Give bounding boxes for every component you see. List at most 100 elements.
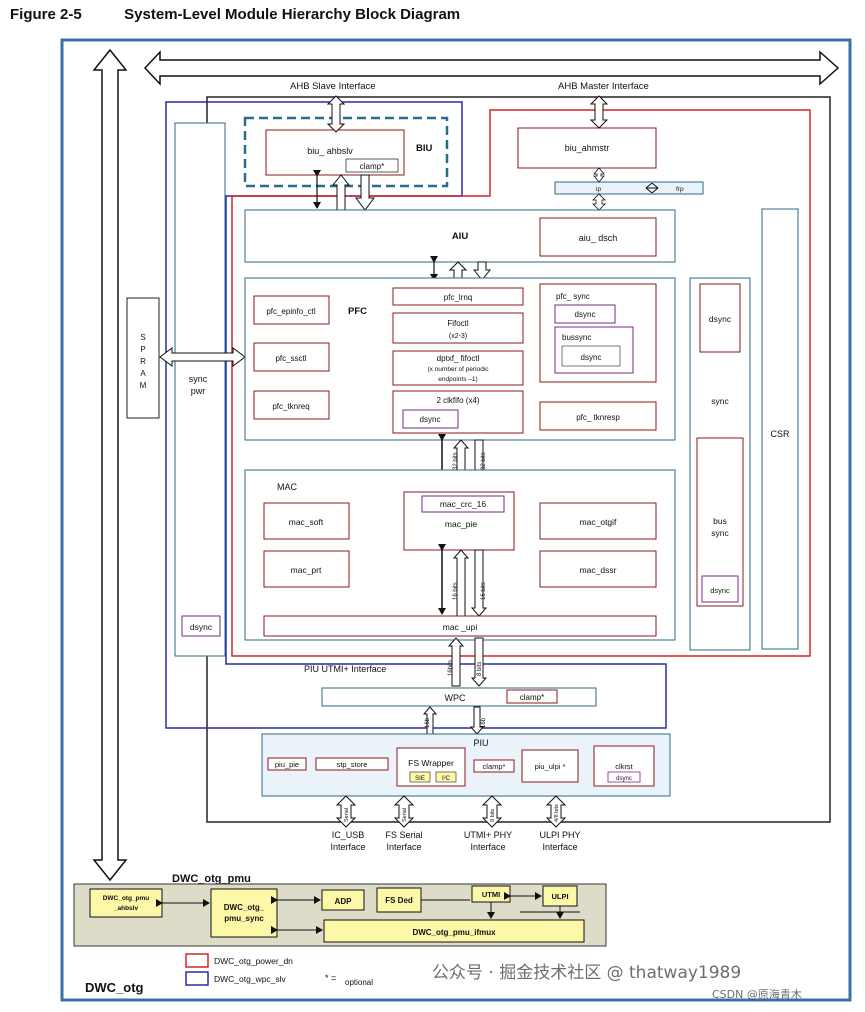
mac-prt-block (263, 550, 350, 588)
pmu-utmi-label: UTMI (482, 890, 500, 899)
ahmstr-ipfrp-arrow (593, 167, 605, 183)
sync-pwr-block (174, 122, 226, 657)
spram-letter-2: P (140, 345, 145, 354)
dsync-clkrst-label: dsync (616, 776, 632, 782)
dsync-left-block (181, 615, 221, 637)
upi-wpc-arrow-a (447, 637, 465, 687)
fifoctl-block (392, 312, 524, 344)
figure-title: System-Level Module Hierarchy Block Diag… (124, 6, 461, 23)
piu-pie-block (267, 757, 307, 771)
biu-aiu-arrow-down (355, 174, 375, 211)
sync-pwr-label-2: pwr (191, 386, 206, 396)
bus-width-mac-upi-b: 16 bits (481, 582, 487, 600)
wpc-piu-arrow-b (469, 706, 485, 735)
dsync-bussync-block (561, 345, 621, 367)
ahb-bus-arrow (143, 50, 840, 86)
stp-store-label: stp_store (337, 760, 368, 769)
aiu-pfc-arrow-down (472, 261, 492, 281)
mac-prt-label: mac_prt (291, 565, 322, 575)
dptxf-label-2: (x number of periodic (427, 366, 489, 373)
utmi-phy-interface-label-2: Interface (470, 842, 505, 852)
biu-ahbslv-label: biu_ ahbslv (307, 146, 353, 156)
ip-label: ip (596, 186, 601, 193)
biu-aiu-arrow-up (331, 174, 351, 211)
ahb-master-arrow (589, 95, 609, 129)
clamp-biu-block (345, 158, 399, 173)
dsync-left-label: dsync (190, 622, 213, 632)
pfc-ssctl-block (253, 342, 330, 372)
pmu-ahbslv-label-2: _ahbslv (113, 905, 139, 912)
i2c-block (435, 771, 457, 783)
dsync-clkfifo-label: dsync (420, 415, 441, 424)
legend-swatch-power-dn (185, 953, 209, 968)
dptxf-label-3: endpoints –1) (438, 376, 477, 383)
pfc-ssctl-label: pfc_ssctl (275, 354, 306, 363)
pmu-fs-ded-label: FS Ded (385, 896, 413, 905)
pfc-sync-label: pfc_ sync (556, 292, 590, 301)
dsync-clkrst-block (607, 771, 641, 783)
legend-swatch-wpc-slv (185, 971, 209, 986)
biu-ahmstr-block (517, 127, 657, 169)
pmu-title: DWC_otg_pmu (172, 873, 251, 885)
spram-block (126, 297, 160, 419)
clamp-piu-label: clamp* (483, 762, 506, 771)
utmi-phy-interface-label-1: UTMI+ PHY (464, 830, 512, 840)
dsync-right-label: dsync (709, 314, 732, 324)
piu-ulpi-block (521, 749, 579, 783)
ahb-master-interface-label: AHB Master Interface (558, 81, 649, 92)
legend-power-dn-label: DWC_otg_power_dn (214, 956, 293, 966)
power-dn-boundary (231, 109, 811, 657)
bus-width-mac-upi-a: 16 bits (453, 582, 459, 600)
wpc-slv-boundary (165, 101, 667, 729)
mac-pie-label: mac_pie (445, 519, 477, 529)
aiu-pfc-arrow-up (448, 261, 468, 281)
bus-width-phy-c: 8 bits (490, 809, 496, 822)
clamp-wpc-block (506, 689, 558, 704)
fs-serial-interface-label-2: Interface (386, 842, 421, 852)
pfc-label: PFC (348, 306, 367, 317)
bus-width-upi-wpc-a: 16bits (448, 660, 454, 676)
phy-arrow-utmi (481, 795, 503, 828)
fifoctl-label-2: (x2-3) (449, 333, 467, 340)
spram-letter-3: R (140, 357, 146, 366)
sync-pwr-label-1: sync (189, 374, 208, 384)
clkfifo-label: 2 clkfifo (x4) (436, 396, 479, 405)
dsync-pfc-sync-block (554, 304, 616, 324)
mac-otgif-block (539, 502, 657, 540)
mac-soft-block (263, 502, 350, 540)
watermark-csdn: CSDN @原海青木 (712, 988, 802, 1001)
pmu-ifmux-label: DWC_otg_pmu_ifmux (412, 928, 496, 937)
dptxf-label-1: dptxf_ fifoctl (437, 354, 480, 363)
bus-width-phy-a: Serial (344, 808, 350, 822)
pmu-ahbslv-label-1: DWC_otg_pmu (103, 895, 150, 902)
aiu-dsch-label: aiu_ dsch (579, 233, 618, 243)
ahb-slave-arrow (326, 95, 346, 133)
phy-arrow-fs-serial (393, 795, 415, 828)
csr-block (761, 208, 799, 650)
bus-width-upi-wpc-b: 8 bits (477, 662, 483, 676)
spram-letter-4: A (140, 369, 146, 378)
dwc-otg-border (60, 38, 852, 1002)
fs-serial-interface-label-1: FS Serial (385, 830, 422, 840)
biu-ahmstr-label: biu_ahmstr (565, 143, 610, 153)
stp-store-block (315, 757, 389, 771)
ulpi-phy-interface-label-2: Interface (542, 842, 577, 852)
bus-width-phy-d: 4/8 bits (554, 804, 560, 822)
piu-utmi-interface-label: PIU UTMI+ Interface (304, 664, 386, 674)
dptxf-block (392, 350, 524, 386)
figure-number: Figure 2-5 (10, 6, 82, 23)
vertical-bus-arrow (92, 48, 128, 882)
watermark-brand: 公众号 · 掘金技术社区 @ thatway1989 (432, 963, 742, 983)
pmu-fs-ded-block (376, 887, 422, 913)
mac-soft-label: mac_soft (289, 517, 324, 527)
biu-region (243, 116, 449, 188)
pfc-tknreq-label: pfc_tknreq (272, 402, 309, 411)
mac-otgif-label: mac_otgif (580, 517, 617, 527)
clamp-wpc-label: clamp* (520, 693, 544, 702)
bus-width-aiu-mac-a: 32 bits (453, 452, 459, 470)
pmu-adp-label: ADP (335, 897, 353, 906)
sync-right-label: sync (711, 396, 729, 406)
bus-width-aiu-mac-b: 32 bits (481, 452, 487, 470)
dsync-bus-block (701, 575, 739, 603)
